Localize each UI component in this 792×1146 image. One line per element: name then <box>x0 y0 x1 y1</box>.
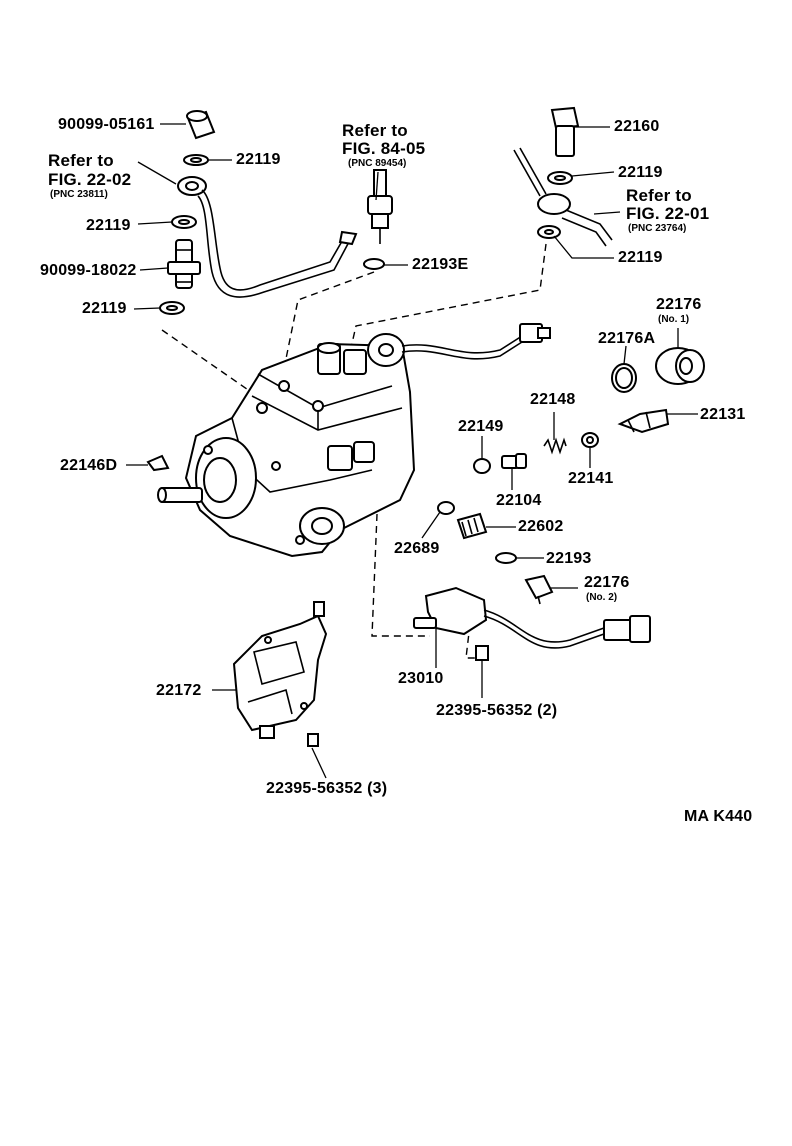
o-ring-22193 <box>495 552 517 564</box>
plug-22176-no2 <box>524 574 554 605</box>
label-22602: 22602 <box>518 518 564 535</box>
ref-mid-pnc: (PNC 89454) <box>348 158 407 169</box>
label-90099-18022: 90099-18022 <box>40 262 137 279</box>
label-22689: 22689 <box>394 540 440 557</box>
ref-mid-line1: Refer to <box>342 121 408 140</box>
ref-left-line2: FIG. 22-02 <box>48 170 132 189</box>
label-22119-b: 22119 <box>86 217 131 234</box>
label-22104: 22104 <box>496 492 542 509</box>
bolt-22395-56352-2 <box>475 645 489 661</box>
gasket-22119-e <box>537 225 561 239</box>
label-23010: 23010 <box>398 670 444 687</box>
label-22176-no1-note: (No. 1) <box>658 314 690 325</box>
fuel-pipe-left <box>177 176 358 298</box>
injection-pump-body <box>157 323 551 558</box>
leader-lines <box>126 123 698 779</box>
pipe-right <box>513 147 613 247</box>
label-22395-56352-2: 22395-56352 (2) <box>436 702 558 719</box>
sensor-23010 <box>413 586 651 649</box>
bolt-22395-56352-3 <box>307 733 319 747</box>
pin-22104 <box>501 453 527 469</box>
label-22149: 22149 <box>458 418 504 435</box>
ref-right-pnc: (PNC 23764) <box>628 223 687 234</box>
label-22176-no2-note: (No. 2) <box>586 592 618 603</box>
collar-22149 <box>473 458 491 474</box>
label-22193E: 22193E <box>412 256 469 273</box>
ref-mid-line2: FIG. 84-05 <box>342 139 426 158</box>
figure-code: MA K440 <box>684 808 753 825</box>
plug-22176-no1 <box>655 347 705 385</box>
label-22119-a: 22119 <box>236 151 281 168</box>
spring-22148 <box>543 437 567 455</box>
label-22146D: 22146D <box>60 457 118 474</box>
ref-right-line1: Refer to <box>626 186 692 205</box>
label-22141: 22141 <box>568 470 614 487</box>
ref-left-line1: Refer to <box>48 151 114 170</box>
banjo-bolt-90099-05161 <box>186 110 216 140</box>
label-90099-05161: 90099-05161 <box>58 116 155 133</box>
part-22146D <box>146 454 170 472</box>
gasket-22119-d <box>547 171 573 185</box>
ref-right-line2: FIG. 22-01 <box>626 204 710 223</box>
label-22119-d: 22119 <box>618 164 663 181</box>
label-22160: 22160 <box>614 118 660 135</box>
label-22119-e: 22119 <box>618 249 663 266</box>
o-ring-22176A <box>611 363 637 393</box>
gasket-plate-22172 <box>232 601 328 739</box>
o-ring-22193E <box>363 258 385 270</box>
ref-left-pnc: (PNC 23811) <box>50 189 108 200</box>
gasket-22119-b <box>171 215 197 229</box>
bolt-22160 <box>550 106 580 157</box>
label-22131: 22131 <box>700 406 746 423</box>
spring-22602 <box>456 512 488 540</box>
washer-22141 <box>581 432 599 448</box>
label-22176A: 22176A <box>598 330 656 347</box>
label-22395-56352-3: 22395-56352 (3) <box>266 780 388 797</box>
fitting-90099-18022 <box>167 239 201 289</box>
label-22119-c: 22119 <box>82 300 127 317</box>
label-22193: 22193 <box>546 550 592 567</box>
label-22148: 22148 <box>530 391 576 408</box>
label-22172: 22172 <box>156 682 202 699</box>
gasket-22119-c <box>159 301 185 315</box>
label-22176-no2: 22176 <box>584 574 630 591</box>
fitting-22131 <box>617 408 670 434</box>
gasket-22119-a <box>183 154 209 166</box>
o-ring-22689 <box>437 501 455 515</box>
label-22176-no1: 22176 <box>656 296 702 313</box>
switch-sensor-top <box>367 169 393 244</box>
